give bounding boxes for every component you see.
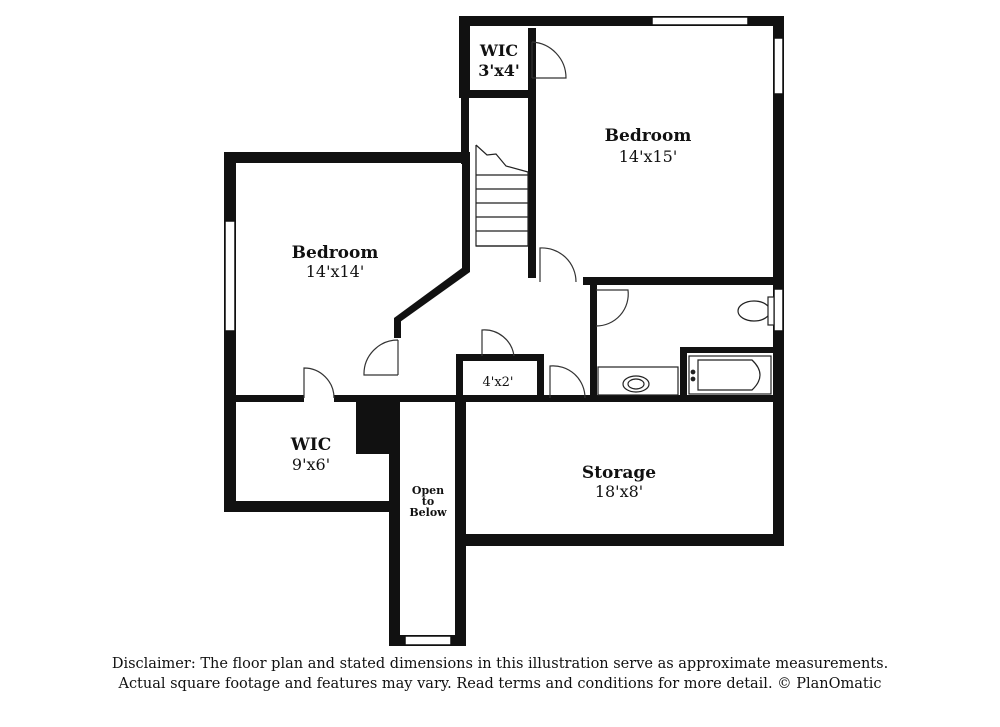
window-left [224, 220, 236, 332]
bedroom-main-name: Bedroom [605, 126, 692, 146]
window-bottom [404, 635, 452, 646]
wall-diagonal [394, 268, 470, 322]
door-bedroom-left[interactable] [363, 339, 399, 376]
disclaimer-line-2: Actual square footage and features may v… [118, 676, 882, 692]
walls [224, 16, 784, 646]
door-wic-top[interactable] [531, 41, 567, 79]
open-to-below-3: Below [409, 506, 447, 519]
tub-inner [697, 359, 761, 391]
bath-fixtures [597, 296, 775, 396]
disclaimer: Disclaimer: The floor plan and stated di… [0, 654, 1000, 694]
wall-diag-stub [394, 318, 401, 338]
doors[interactable] [303, 41, 629, 399]
wall-left-bottom [224, 501, 400, 512]
door-wic-left[interactable] [303, 367, 335, 399]
wall-tub-top [680, 347, 773, 353]
door-closet[interactable] [481, 329, 515, 357]
window-right-upper [773, 37, 784, 95]
disclaimer-line-1: Disclaimer: The floor plan and stated di… [111, 656, 889, 672]
wall-closet-right [537, 354, 544, 398]
storage-name: Storage [582, 463, 656, 483]
wall-stair-left [461, 96, 469, 164]
wic-top-name: WIC [479, 41, 518, 60]
wic-left-name: WIC [290, 435, 332, 455]
wall-closet-top [456, 354, 542, 361]
bedroom-left-dims: 14'x14' [306, 262, 365, 281]
door-bedroom-main[interactable] [539, 247, 577, 283]
windows [224, 16, 784, 646]
wall-tub-left [680, 347, 687, 397]
wall-closet-left [456, 356, 463, 400]
wall-left-top [224, 152, 470, 163]
storage-dims: 18'x8' [595, 482, 643, 501]
closet-hall-dims: 4'x2' [482, 375, 513, 390]
wall-bath-left [590, 283, 597, 400]
wall-right [773, 16, 784, 546]
wall-bedroom-main-bottom [583, 277, 778, 285]
wall-left-bedroom-floor-2 [334, 395, 600, 402]
wall-left-bedroom-floor [236, 395, 304, 402]
wall-left-bedroom-right [462, 160, 470, 272]
wall-top-right [459, 16, 784, 26]
wall-wic-left [459, 16, 470, 94]
stairs [475, 144, 529, 247]
toilet-tank [767, 296, 775, 326]
wall-hall-floor [586, 395, 778, 402]
wall-open-left [389, 398, 400, 646]
window-top [651, 16, 749, 26]
door-storage[interactable] [549, 365, 586, 399]
bedroom-main-dims: 14'x15' [619, 147, 678, 166]
wic-top-dims: 3'x4' [478, 61, 520, 80]
wall-left-side [224, 152, 236, 512]
window-right-bath [773, 288, 784, 332]
bedroom-left-name: Bedroom [292, 243, 379, 263]
open-to-below-1: Open [412, 484, 444, 497]
toilet-bowl [737, 300, 771, 322]
door-bath[interactable] [595, 289, 629, 327]
wic-left-dims: 9'x6' [292, 455, 330, 474]
room-labels: Bedroom 14'x15' Bedroom 14'x14' WIC 3'x4… [290, 41, 692, 519]
wall-bedroom-main-left [528, 28, 536, 278]
wall-storage-bottom [455, 534, 784, 546]
wall-wic-bottom [459, 90, 535, 98]
open-to-below-2: to [422, 495, 434, 508]
wall-open-right [455, 398, 466, 646]
sink-basin [627, 378, 645, 390]
